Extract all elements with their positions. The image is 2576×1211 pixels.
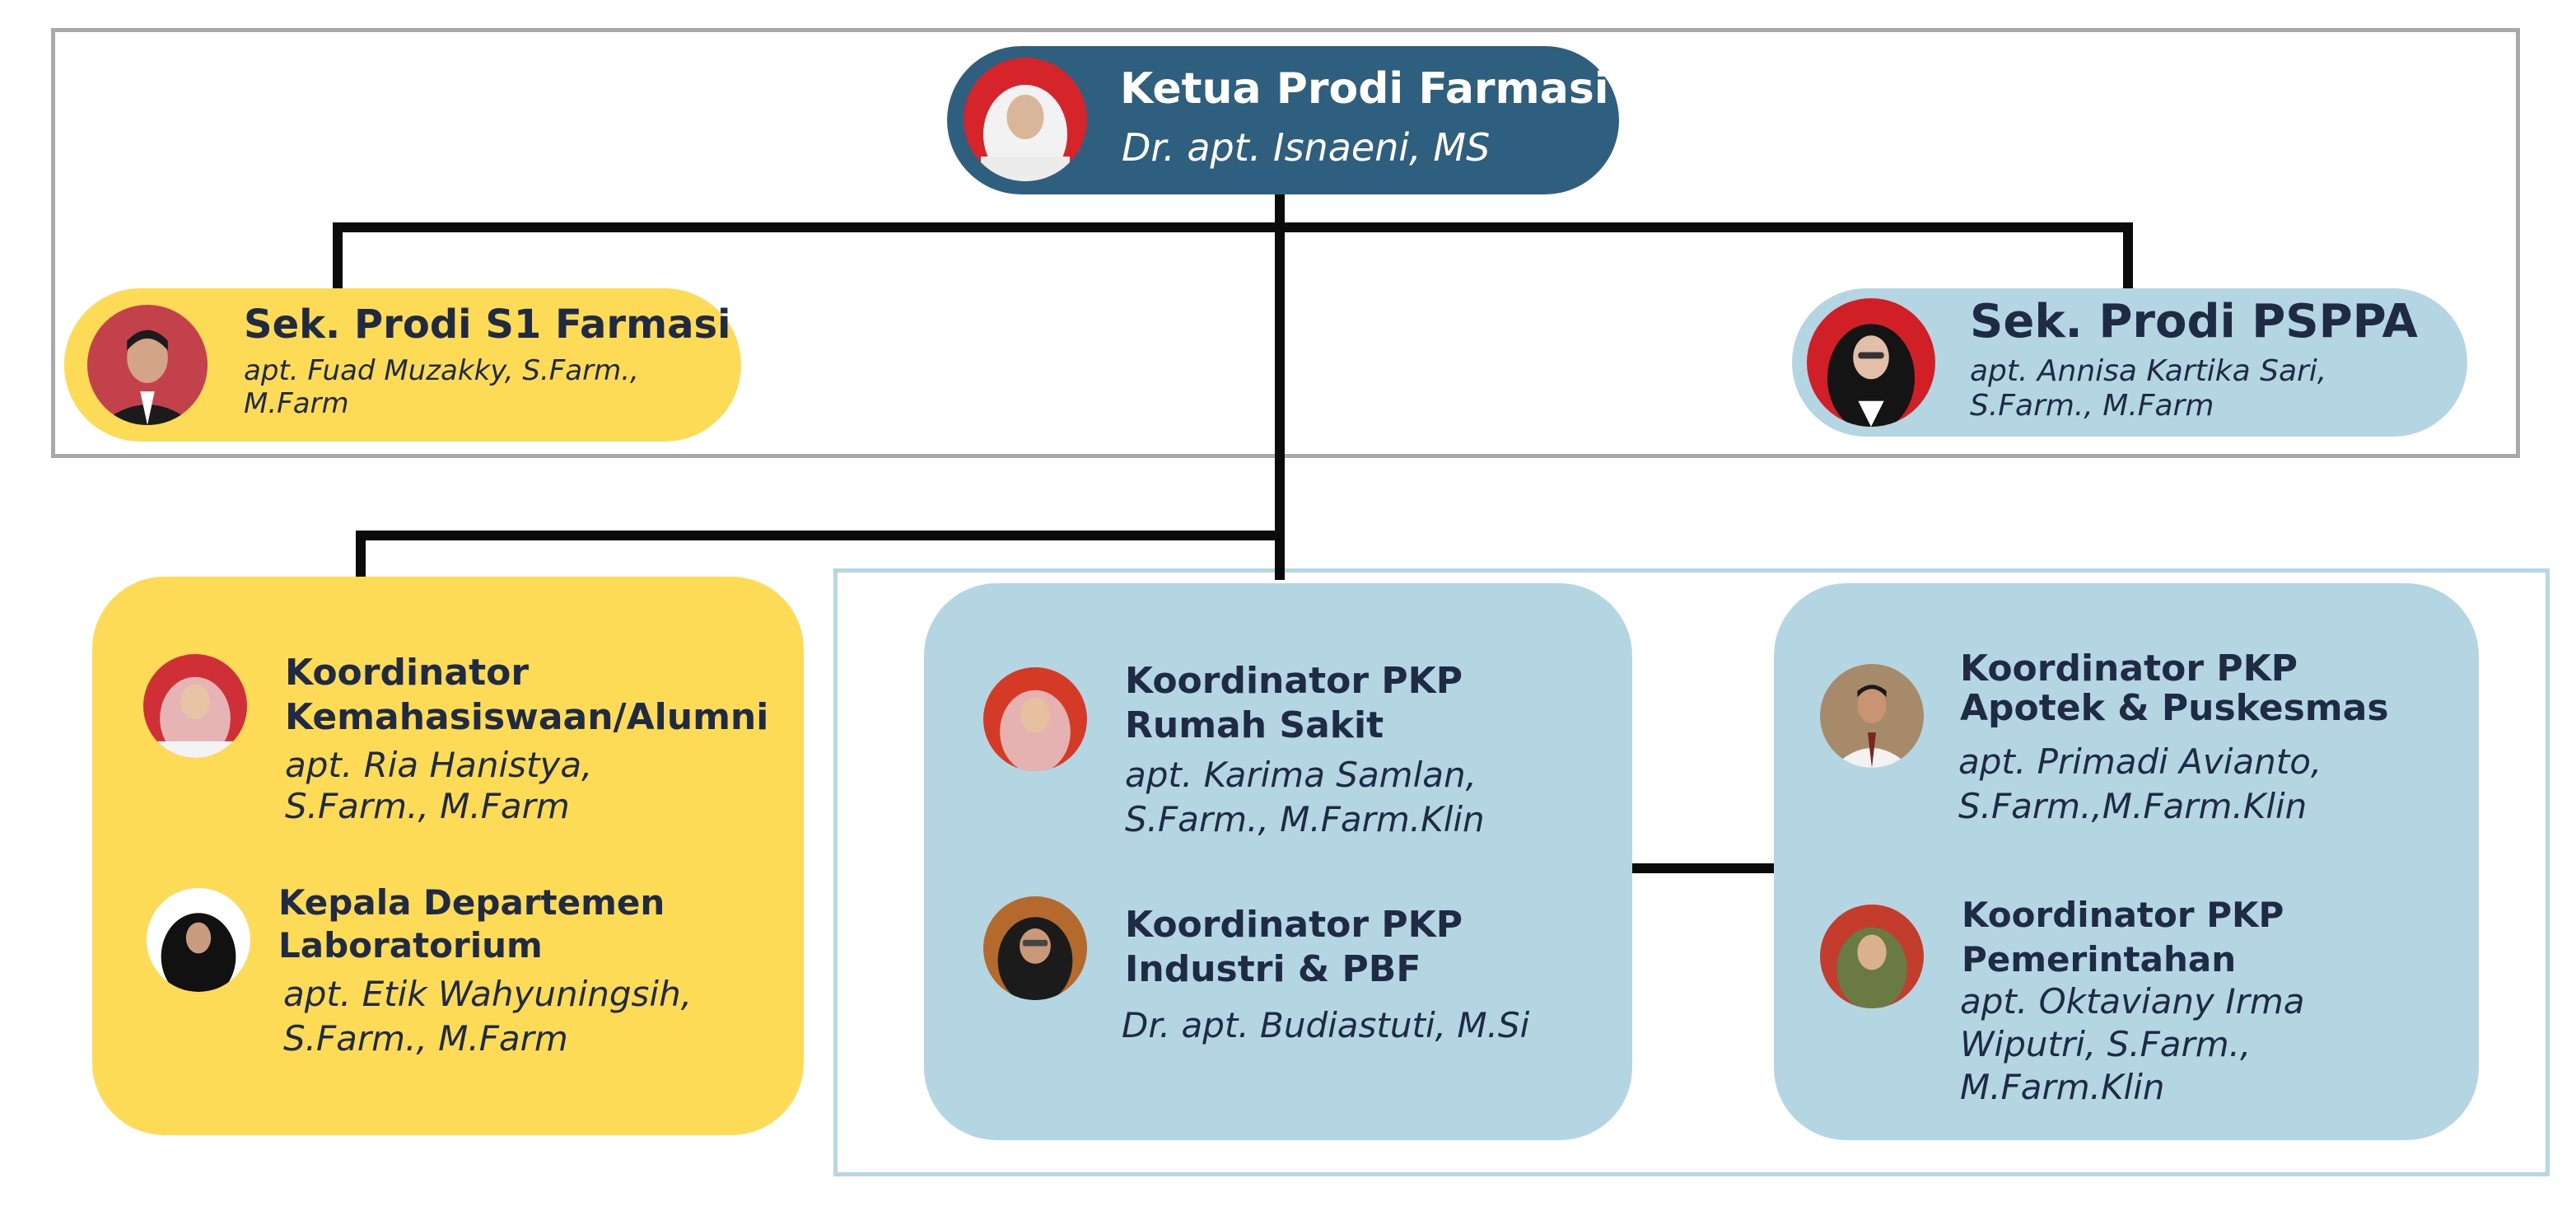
koordinator-pkp-industri-person: Dr. apt. Budiastuti, M.Si <box>1122 1005 1530 1045</box>
portrait-photo-icon <box>1807 298 1935 427</box>
connector-lower-left <box>356 531 366 580</box>
connector-lower-bar <box>356 531 1285 540</box>
connector-trunk <box>1275 194 1285 580</box>
portrait-photo-icon <box>87 305 208 425</box>
sek-s1-person: apt. Fuad Muzakky, S.Farm., M.Farm <box>244 354 639 420</box>
portrait-photo-icon <box>1820 664 1924 768</box>
connector-secretary-right <box>2123 222 2133 292</box>
koordinator-kemahasiswaan-title: Koordinator Kemahasiswaan/Alumni <box>285 652 769 738</box>
koordinator-pkp-pemerintahan-person: apt. Oktaviany Irma Wiputri, S.Farm., M.… <box>1960 981 2305 1107</box>
koordinator-pkp-pemerintahan-title: Koordinator PKP Pemerintahan <box>1962 895 2284 980</box>
portrait-photo-icon <box>1820 905 1924 1008</box>
sek-psppa-person: apt. Annisa Kartika Sari, S.Farm., M.Far… <box>1970 354 2327 423</box>
connector-secretary-left <box>333 222 343 292</box>
portrait-photo-icon <box>143 654 247 758</box>
kepala-departemen-title: Kepala Departemen Laboratorium <box>278 882 665 966</box>
top-level-frame <box>51 28 2520 458</box>
koordinator-pkp-apotek-title: Koordinator PKP Apotek & Puskesmas <box>1960 648 2389 729</box>
connector-secretaries-bar <box>333 222 2133 232</box>
portrait-photo-icon <box>147 888 250 992</box>
koordinator-kemahasiswaan-person: apt. Ria Hanistya, S.Farm., M.Farm <box>285 745 593 826</box>
ketua-person: Dr. apt. Isnaeni, MS <box>1122 125 1491 170</box>
koordinator-pkp-apotek-person: apt. Primadi Avianto, S.Farm.,M.Farm.Kli… <box>1958 741 2322 826</box>
koordinator-pkp-rs-person: apt. Karima Samlan, S.Farm., M.Farm.Klin <box>1125 755 1485 839</box>
portrait-photo-icon <box>983 667 1087 771</box>
koordinator-pkp-industri-title: Koordinator PKP Industri & PBF <box>1125 904 1463 990</box>
koordinator-pkp-rs-title: Koordinator PKP Rumah Sakit <box>1125 660 1463 746</box>
connector-pkp-groups <box>1632 863 1774 873</box>
portrait-photo-icon <box>983 896 1087 1000</box>
sek-psppa-title: Sek. Prodi PSPPA <box>1970 295 2418 348</box>
pkp-group-frame <box>833 568 2550 1176</box>
ketua-title: Ketua Prodi Farmasi <box>1120 64 1609 114</box>
kepala-departemen-person: apt. Etik Wahyuningsih, S.Farm., M.Farm <box>283 974 693 1059</box>
portrait-photo-icon <box>964 58 1087 181</box>
sek-s1-title: Sek. Prodi S1 Farmasi <box>244 302 731 348</box>
